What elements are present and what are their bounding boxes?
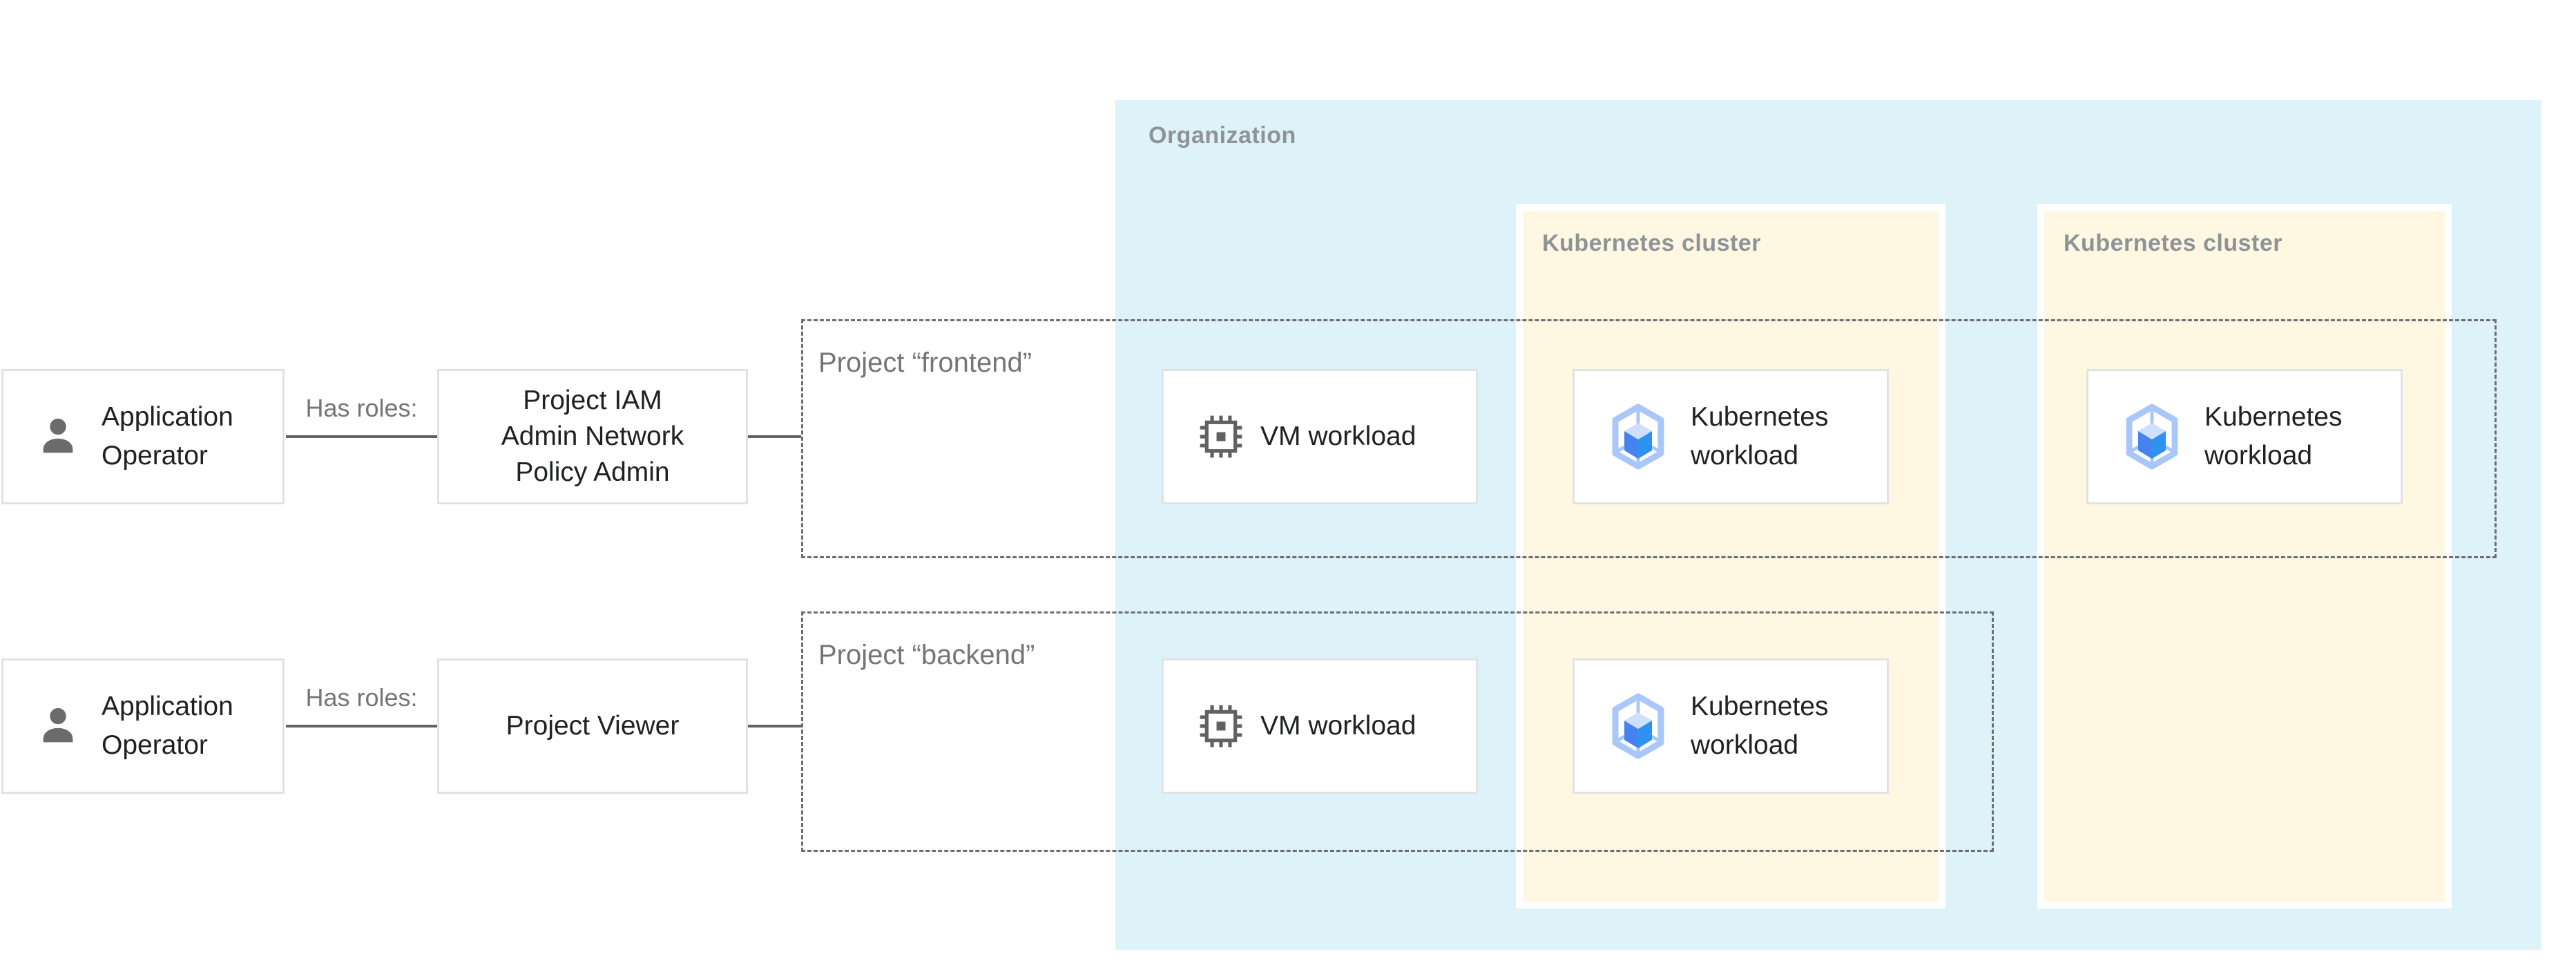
connector-role-to-project-backend	[748, 725, 801, 728]
project-frontend-label: Project “frontend”	[818, 348, 1032, 378]
project-backend-boundary: Project “backend”	[801, 611, 1994, 852]
project-frontend-boundary: Project “frontend”	[801, 319, 2497, 558]
role-project-iam-admin-text: Project IAM Admin Network Policy Admin	[501, 386, 684, 487]
kubernetes-workload-node-cluster1-backend: Kubernetes workload	[1573, 658, 1889, 794]
kubernetes-workload-text: Kubernetes workload	[1691, 692, 1829, 760]
kubernetes-cluster-1-label: Kubernetes cluster	[1542, 230, 1761, 256]
has-roles-label-1: Has roles:	[305, 394, 418, 422]
vm-workload-node-frontend: VM workload	[1162, 369, 1478, 504]
has-roles-label-2: Has roles:	[305, 683, 418, 712]
person-icon	[43, 418, 73, 453]
role-project-viewer-text: Project Viewer	[506, 711, 680, 741]
application-operator-node-2: Application Operator	[1, 658, 285, 794]
application-operator-text: Application Operator	[102, 402, 233, 470]
person-icon	[43, 707, 73, 743]
gke-icon	[1612, 403, 1664, 470]
vm-workload-node-backend: VM workload	[1162, 658, 1478, 794]
gke-icon	[1612, 693, 1664, 759]
role-project-viewer-node: Project Viewer	[437, 658, 748, 794]
connector-operator-to-role-1	[286, 435, 437, 438]
organization-label: Organization	[1148, 122, 1296, 149]
vm-workload-text: VM workload	[1260, 421, 1416, 451]
chip-icon	[1200, 705, 1242, 748]
gke-icon	[2126, 403, 2178, 470]
project-backend-label: Project “backend”	[818, 640, 1035, 670]
application-operator-node-1: Application Operator	[1, 369, 285, 504]
kubernetes-workload-node-cluster1-frontend: Kubernetes workload	[1573, 369, 1889, 504]
role-project-iam-admin-node: Project IAM Admin Network Policy Admin	[437, 369, 748, 504]
connector-role-to-project-frontend	[748, 435, 801, 438]
kubernetes-workload-text: Kubernetes workload	[1691, 402, 1829, 470]
chip-icon	[1200, 415, 1242, 458]
vm-workload-text: VM workload	[1260, 711, 1416, 741]
kubernetes-cluster-2-label: Kubernetes cluster	[2064, 230, 2282, 256]
kubernetes-workload-node-cluster2-frontend: Kubernetes workload	[2086, 369, 2403, 504]
kubernetes-workload-text: Kubernetes workload	[2204, 402, 2343, 470]
connector-operator-to-role-2	[286, 725, 437, 728]
application-operator-text: Application Operator	[102, 692, 233, 760]
